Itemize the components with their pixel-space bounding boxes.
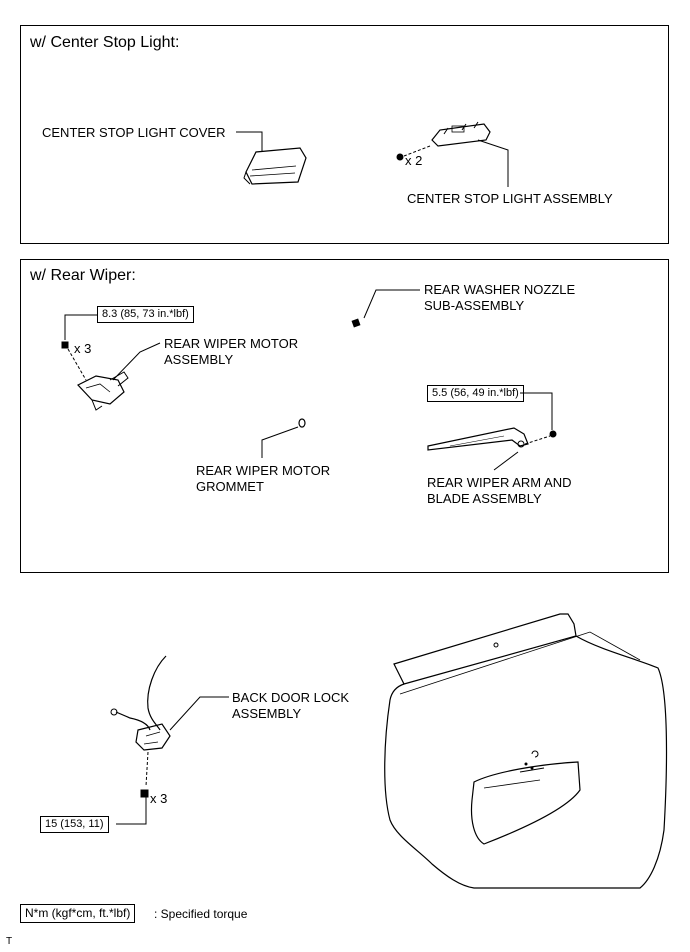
back-door-drawing — [384, 613, 668, 889]
back-door-lock-label-2: ASSEMBLY — [232, 706, 302, 721]
rear-wiper-motor-label-2: ASSEMBLY — [164, 352, 234, 367]
rear-wiper-arm-torque-box: 5.5 (56, 49 in.*lbf) — [427, 385, 524, 402]
back-door-lock-label-1: BACK DOOR LOCK — [232, 690, 350, 705]
torque-legend-description: : Specified torque — [154, 907, 248, 921]
torque-unit-legend-box: N*m (kgf*cm, ft.*lbf) — [20, 904, 136, 923]
center-stop-light-panel — [20, 25, 669, 244]
center-stop-light-assembly-label: CENTER STOP LIGHT ASSEMBLY — [407, 191, 613, 206]
center-stop-light-heading: w/ Center Stop Light: — [30, 34, 180, 51]
center-stop-light-assembly-drawing — [396, 121, 509, 187]
rear-washer-nozzle-drawing — [351, 289, 420, 328]
rear-wiper-motor-label-1: REAR WIPER MOTOR — [164, 336, 299, 351]
rear-washer-nozzle-label-1: REAR WASHER NOZZLE — [424, 282, 576, 297]
center-stop-light-qty: x 2 — [405, 153, 423, 168]
rear-wiper-arm-label-2: BLADE ASSEMBLY — [427, 491, 542, 506]
rear-wiper-motor-torque-box: 8.3 (85, 73 in.*lbf) — [97, 306, 194, 323]
rear-wiper-grommet-drawing — [261, 418, 306, 458]
rear-wiper-arm-label-1: REAR WIPER ARM AND — [427, 475, 572, 490]
rear-wiper-motor-qty: x 3 — [74, 341, 92, 356]
rear-wiper-motor-drawing — [61, 314, 161, 411]
footer-mark: T — [6, 936, 13, 947]
rear-wiper-grommet-label-2: GROMMET — [196, 479, 264, 494]
back-door-lock-qty: x 3 — [150, 791, 168, 806]
rear-washer-nozzle-label-2: SUB-ASSEMBLY — [424, 298, 525, 313]
rear-wiper-panel — [20, 259, 669, 573]
rear-wiper-arm-drawing — [427, 392, 557, 471]
center-stop-light-cover-label: CENTER STOP LIGHT COVER — [42, 125, 226, 140]
rear-wiper-heading: w/ Rear Wiper: — [30, 267, 136, 284]
rear-wiper-grommet-label-1: REAR WIPER MOTOR — [196, 463, 331, 478]
back-door-lock-drawing — [110, 655, 229, 825]
center-stop-light-cover-drawing — [236, 131, 307, 185]
back-door-lock-torque-box: 15 (153, 11) — [40, 816, 109, 833]
